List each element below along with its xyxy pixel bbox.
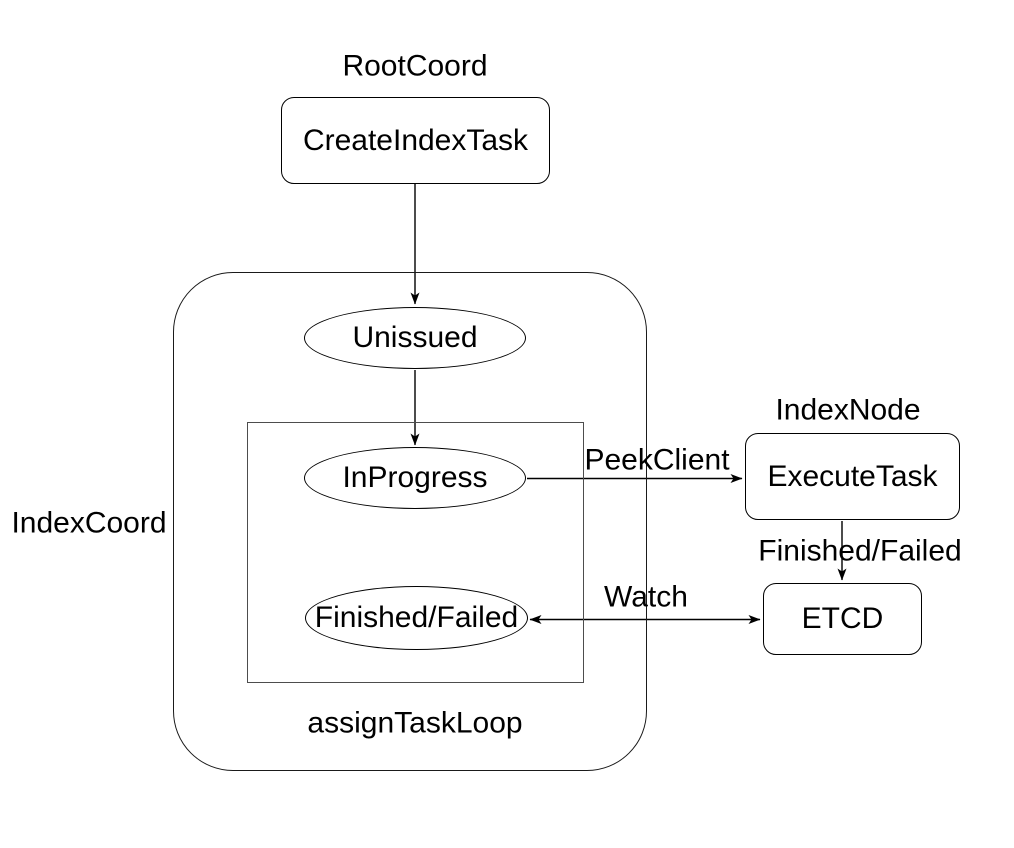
rootcoord-label: RootCoord (342, 49, 488, 83)
node-etcd: ETCD (763, 583, 922, 655)
node-unissued: Unissued (304, 307, 526, 369)
edge-label-peekclient: PeekClient (584, 443, 730, 477)
node-finished-failed: Finished/Failed (305, 586, 528, 650)
assigntaskloop-container (247, 422, 584, 683)
indexnode-label: IndexNode (775, 393, 921, 427)
assigntaskloop-label: assignTaskLoop (307, 706, 523, 740)
node-execute-task: ExecuteTask (745, 433, 960, 520)
indexcoord-label: IndexCoord (11, 506, 167, 540)
edge-label-watch: Watch (604, 580, 688, 614)
edge-label-finished-failed: Finished/Failed (758, 534, 962, 568)
node-in-progress: InProgress (304, 447, 526, 509)
node-create-index-task: CreateIndexTask (281, 97, 550, 184)
indexcoord-container (173, 272, 647, 771)
